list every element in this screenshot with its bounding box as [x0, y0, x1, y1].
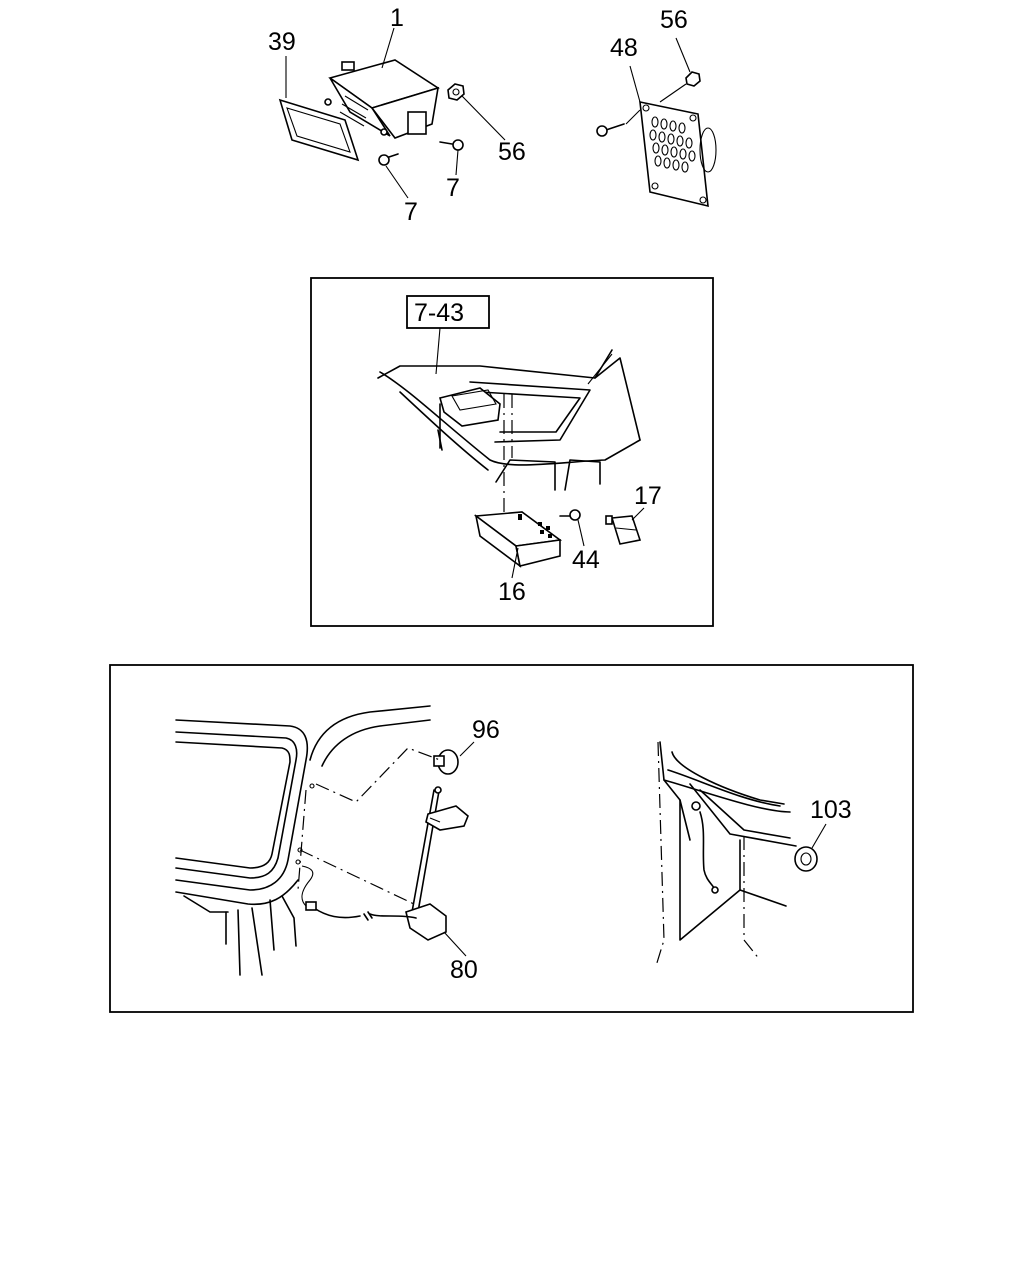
callout-7-right: 7: [446, 174, 460, 202]
leader-7a: [455, 149, 459, 176]
leader-44: [577, 519, 585, 547]
radio-bezel: [278, 98, 360, 162]
nut-56-right: [685, 71, 701, 87]
callout-16: 16: [498, 578, 526, 606]
leader-nut-link: [659, 83, 687, 103]
leader-48-screw: [625, 109, 641, 125]
callout-1: 1: [390, 4, 404, 32]
callout-96: 96: [472, 716, 500, 744]
callout-44: 44: [572, 546, 600, 574]
callout-80: 80: [450, 956, 478, 984]
middle-detail-frame: [310, 277, 714, 627]
speaker-grille: [639, 100, 717, 208]
module-16: [473, 511, 563, 568]
radio-unit-group: [278, 27, 506, 199]
leader-103: [811, 823, 827, 849]
callout-ref-7-43: 7-43: [414, 299, 464, 327]
callout-56-right: 56: [660, 6, 688, 34]
callout-103: 103: [810, 796, 852, 824]
screw-48: [596, 123, 625, 137]
leader-16: [511, 547, 519, 579]
grommet-96: [433, 749, 459, 775]
bottom-detail-frame: [109, 664, 914, 1013]
callout-17: 17: [634, 482, 662, 510]
screw-44: [559, 509, 581, 521]
leader-17: [631, 507, 645, 521]
projection-line-96b: [429, 817, 441, 823]
ref-box-7-43: [406, 295, 490, 375]
ceiling-view: [377, 349, 641, 514]
leader-80: [443, 931, 467, 957]
callout-7-left: 7: [404, 198, 418, 226]
projection-line-80: [299, 849, 415, 905]
leader-96: [459, 741, 475, 757]
grommet-103: [794, 846, 818, 872]
leader-56a: [461, 95, 506, 141]
callout-39: 39: [268, 28, 296, 56]
speaker-group: [596, 37, 717, 208]
leader-56b: [675, 37, 691, 73]
screw-7-right: [439, 139, 464, 151]
leader-7b: [385, 165, 409, 199]
door-pillar-view: [655, 741, 797, 967]
projection-line-96: [315, 747, 441, 803]
clip-17: [605, 515, 642, 545]
leader-48: [629, 65, 641, 103]
radio-body: [324, 59, 440, 139]
nut-56-left: [447, 83, 465, 101]
leader-1: [381, 27, 395, 69]
screw-7-left: [378, 153, 399, 166]
callout-48: 48: [610, 34, 638, 62]
antenna-80: [301, 786, 469, 941]
callout-56-left: 56: [498, 138, 526, 166]
windshield-pillar-view: [175, 705, 431, 976]
